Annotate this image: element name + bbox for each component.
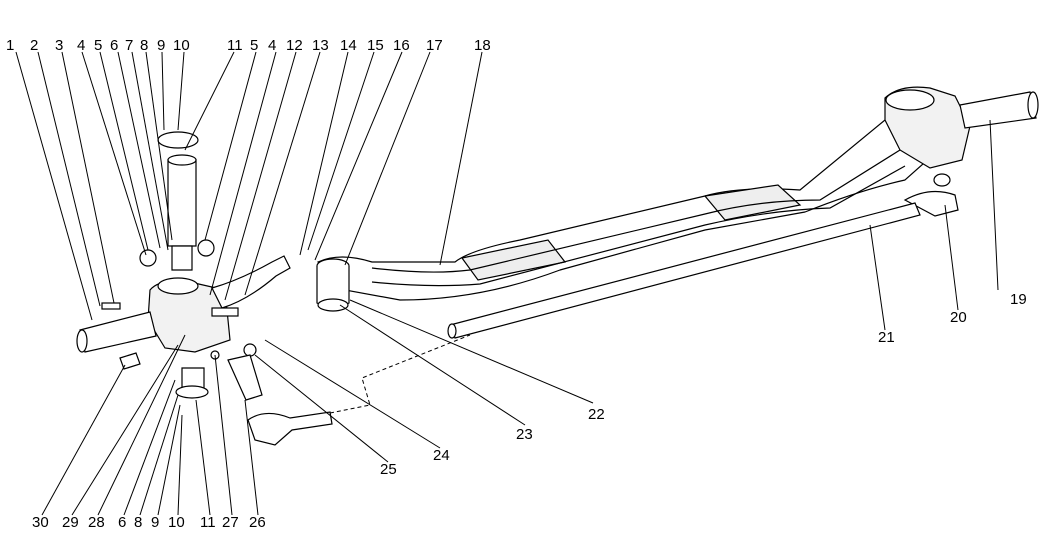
nut-left-2 bbox=[197, 239, 215, 257]
label-4b: 4 bbox=[268, 37, 277, 54]
tie-rod-end-right bbox=[903, 190, 959, 217]
label-14: 14 bbox=[340, 37, 357, 54]
tie-rod-end-left bbox=[247, 411, 333, 446]
label-16: 16 bbox=[393, 37, 410, 54]
thrust-washer-lower bbox=[175, 385, 209, 399]
pin-4 bbox=[211, 307, 239, 317]
tie-rod-end-cap bbox=[447, 323, 457, 339]
leader-lines bbox=[15, 51, 999, 516]
ball-joint-right bbox=[933, 173, 951, 187]
label-13: 13 bbox=[312, 37, 329, 54]
label-18: 18 bbox=[474, 37, 491, 54]
label-11b: 11 bbox=[200, 514, 216, 531]
label-5b: 5 bbox=[250, 37, 259, 54]
label-15: 15 bbox=[367, 37, 384, 54]
beam-flange-line bbox=[371, 149, 901, 273]
label-1: 1 bbox=[6, 37, 15, 54]
beam-pad-right bbox=[703, 184, 802, 221]
label-8b: 8 bbox=[134, 514, 143, 531]
label-10: 10 bbox=[173, 37, 190, 54]
king-pin bbox=[167, 159, 197, 247]
bolt-2 bbox=[101, 302, 121, 310]
sleeve-30 bbox=[119, 352, 141, 370]
label-12: 12 bbox=[286, 37, 303, 54]
label-2: 2 bbox=[30, 37, 39, 54]
label-25: 25 bbox=[380, 461, 397, 478]
label-9: 9 bbox=[157, 37, 166, 54]
label-8: 8 bbox=[140, 37, 149, 54]
label-3: 3 bbox=[55, 37, 64, 54]
label-24: 24 bbox=[433, 447, 450, 464]
knuckle-right-top bbox=[885, 89, 935, 111]
label-28: 28 bbox=[88, 514, 105, 531]
drag-link-ball bbox=[227, 354, 263, 401]
label-23: 23 bbox=[516, 426, 533, 443]
label-9b: 9 bbox=[151, 514, 160, 531]
label-6b: 6 bbox=[118, 514, 127, 531]
steering-arm bbox=[211, 255, 291, 309]
label-29: 29 bbox=[62, 514, 79, 531]
label-6: 6 bbox=[110, 37, 119, 54]
nut-small-25 bbox=[243, 343, 257, 357]
label-26: 26 bbox=[249, 514, 266, 531]
spindle-right-end bbox=[1027, 91, 1039, 119]
label-21: 21 bbox=[878, 329, 895, 346]
label-17: 17 bbox=[426, 37, 443, 54]
king-pin-top bbox=[167, 154, 197, 166]
spindle-left-end bbox=[76, 329, 88, 353]
connecting-dashed-line bbox=[329, 334, 471, 414]
label-27: 27 bbox=[222, 514, 239, 531]
label-5: 5 bbox=[94, 37, 103, 54]
label-7: 7 bbox=[125, 37, 134, 54]
label-22: 22 bbox=[588, 406, 605, 423]
label-19: 19 bbox=[1010, 291, 1027, 308]
label-11: 11 bbox=[227, 37, 243, 54]
label-20: 20 bbox=[950, 309, 967, 326]
knuckle-left-top bbox=[157, 277, 199, 295]
nut-left-1 bbox=[139, 249, 157, 267]
beam-eye-left-bottom bbox=[317, 298, 349, 312]
king-pin-cap bbox=[157, 131, 199, 149]
label-30: 30 bbox=[32, 514, 49, 531]
bushing-upper bbox=[171, 245, 193, 271]
beam-flange-line-2 bbox=[371, 165, 906, 287]
label-10b: 10 bbox=[168, 514, 185, 531]
spindle-right bbox=[959, 91, 1037, 129]
label-4: 4 bbox=[77, 37, 86, 54]
